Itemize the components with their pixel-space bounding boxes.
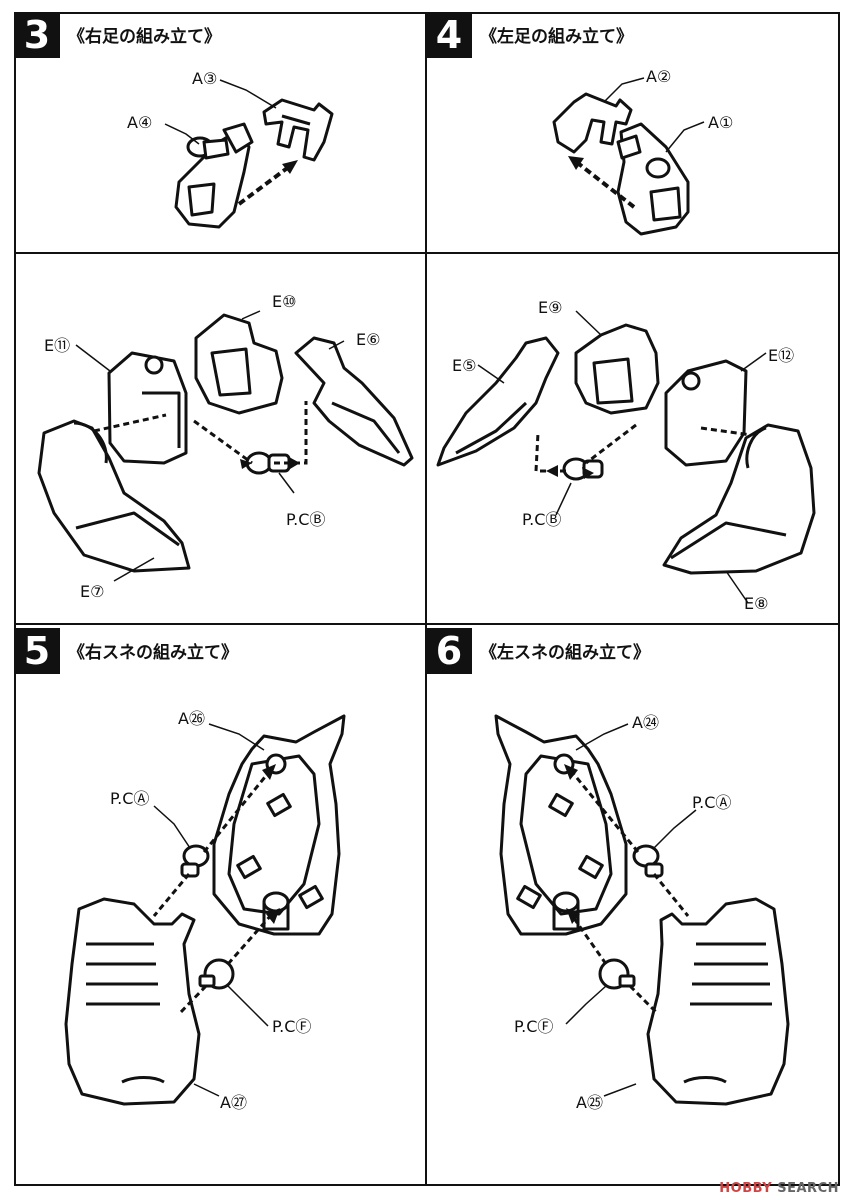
step-3-leg-panel: E⑩ E⑪ E⑥ P.CⒷ E⑦ — [14, 253, 426, 624]
left-leg-assembly-diagram — [436, 310, 816, 604]
step-4-panel: 4 《左足の組み立て》 A② A① — [426, 12, 840, 253]
label-a3: A③ — [192, 69, 218, 88]
left-foot-diagram — [552, 77, 705, 236]
step-5-panel: 5 《右スネの組み立て》 — [14, 624, 426, 1186]
label-e11: E⑪ — [44, 336, 71, 355]
step-title: 《右足の組み立て》 — [68, 27, 221, 47]
label-e9: E⑨ — [538, 298, 563, 317]
label-pc-a: P.CⒶ — [110, 789, 150, 808]
step-title: 《右スネの組み立て》 — [68, 643, 238, 663]
label-pc-b: P.CⒷ — [522, 510, 562, 529]
label-pc-a: P.CⒶ — [692, 793, 732, 812]
step-number: 6 — [426, 628, 472, 674]
label-e7: E⑦ — [80, 582, 105, 601]
label-pc-f: P.CⒻ — [272, 1017, 312, 1036]
right-leg-assembly-diagram — [37, 310, 414, 582]
label-pc-b: P.CⒷ — [286, 510, 326, 529]
label-pc-f: P.CⒻ — [514, 1017, 554, 1036]
left-shin-diagram — [494, 714, 790, 1106]
right-shin-diagram — [64, 714, 346, 1106]
step-6-panel: 6 《左スネの組み立て》 — [426, 624, 840, 1186]
label-a24: A㉔ — [632, 713, 659, 732]
hobby-search-watermark: HOBBY SEARCH — [719, 1181, 839, 1196]
label-a1: A① — [708, 113, 734, 132]
watermark-suffix: SEARCH — [777, 1181, 839, 1196]
label-a27: A㉗ — [220, 1093, 247, 1112]
step-title: 《左足の組み立て》 — [480, 27, 633, 47]
right-foot-diagram — [164, 79, 334, 229]
step-number: 4 — [426, 12, 472, 58]
label-e6: E⑥ — [356, 330, 381, 349]
label-a2: A② — [646, 67, 672, 86]
label-a26: A㉖ — [178, 709, 205, 728]
step-4-leg-panel: E⑨ E⑤ E⑫ P.CⒷ E⑧ — [426, 253, 840, 624]
label-e8: E⑧ — [744, 594, 769, 613]
watermark-brand: HOBBY — [719, 1181, 773, 1196]
step-3-panel: 3 《右足の組み立て》 A③ A④ — [14, 12, 426, 253]
label-e10: E⑩ — [272, 292, 297, 311]
label-a25: A㉕ — [576, 1093, 603, 1112]
label-e5: E⑤ — [452, 356, 477, 375]
label-e12: E⑫ — [768, 346, 795, 365]
step-title: 《左スネの組み立て》 — [480, 643, 650, 663]
step-number: 5 — [14, 628, 60, 674]
step-number: 3 — [14, 12, 60, 58]
label-a4: A④ — [127, 113, 153, 132]
